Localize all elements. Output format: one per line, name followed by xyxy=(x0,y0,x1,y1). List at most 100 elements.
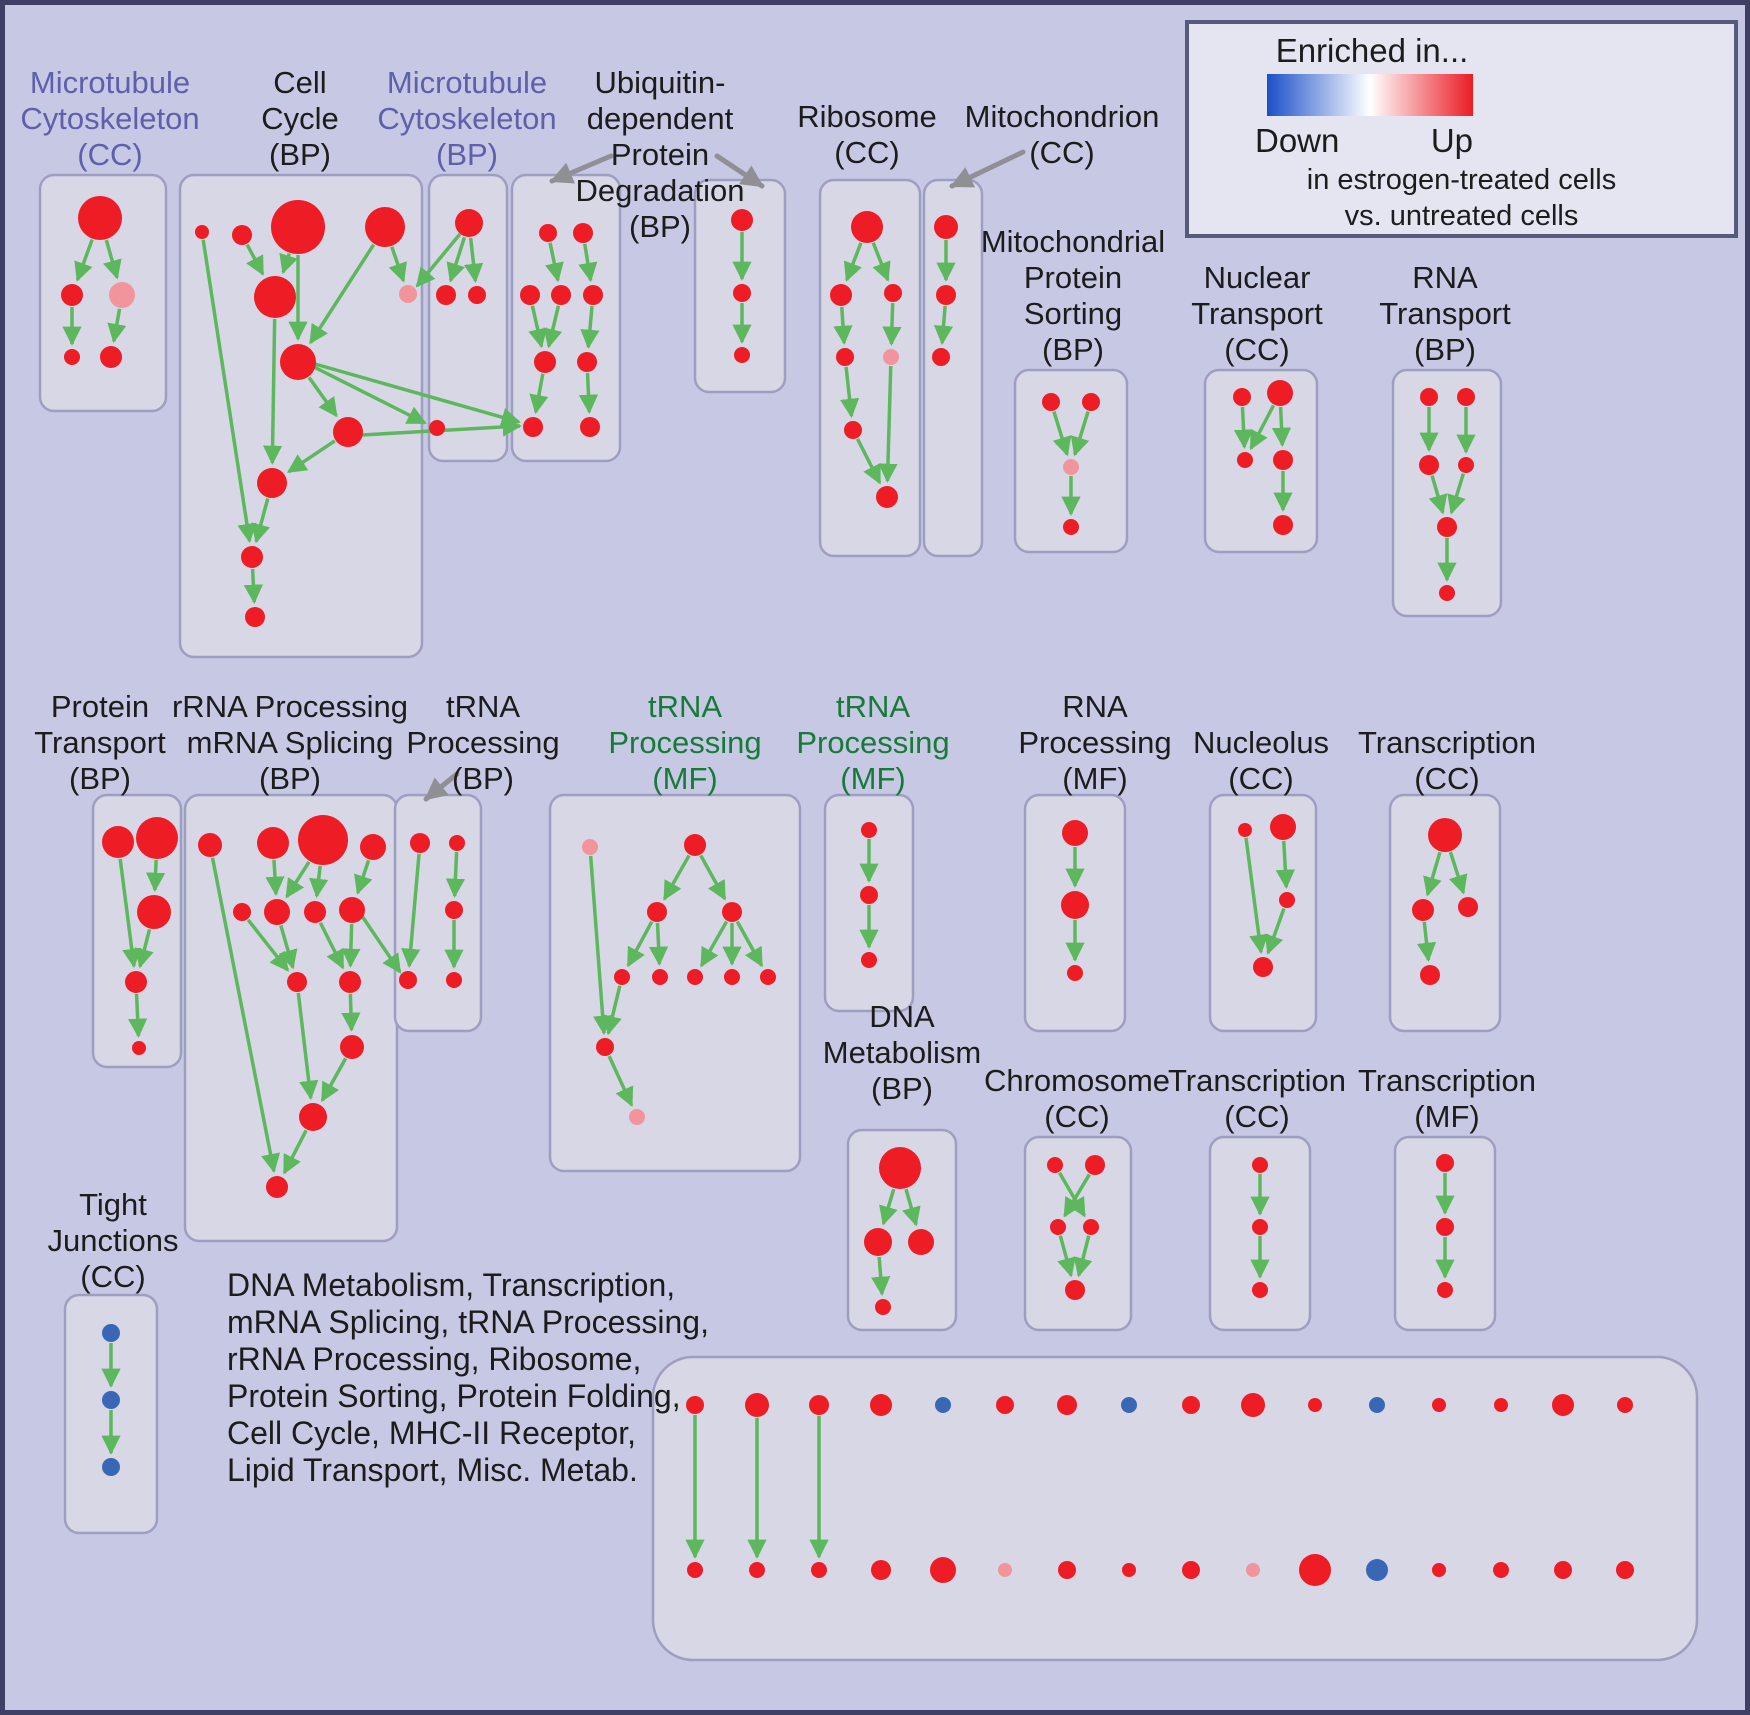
graph-node xyxy=(908,1229,934,1255)
graph-node xyxy=(468,286,486,304)
graph-node xyxy=(1267,380,1293,406)
graph-node xyxy=(1457,388,1475,406)
graph-node xyxy=(1279,892,1295,908)
graph-node xyxy=(1237,452,1253,468)
graph-edge xyxy=(933,305,954,345)
graph-node xyxy=(1083,1219,1099,1235)
legend-context-line-1: in estrogen-treated cells xyxy=(1306,164,1617,196)
graph-edge xyxy=(902,1188,921,1227)
graph-node xyxy=(125,971,147,993)
graph-node xyxy=(455,209,483,237)
graph-edge xyxy=(871,1256,891,1296)
graph-node xyxy=(879,1147,921,1189)
graph-node xyxy=(573,223,593,243)
graph-edge xyxy=(1423,851,1442,897)
graph-node xyxy=(1063,459,1079,475)
graph-node xyxy=(1308,1398,1322,1412)
graph-edge xyxy=(282,1129,308,1175)
graph-node xyxy=(241,546,263,568)
graph-node xyxy=(930,1557,956,1583)
graph-edge xyxy=(107,308,127,344)
graph-node xyxy=(652,969,668,985)
graph-node xyxy=(1062,820,1088,846)
legend-title: Enriched in... xyxy=(1275,32,1469,69)
legend-up-label: Up xyxy=(1430,122,1473,159)
graph-node xyxy=(1420,388,1438,406)
graph-node xyxy=(864,1228,892,1256)
cross-cluster-edge xyxy=(313,365,427,425)
graph-node xyxy=(1082,393,1100,411)
graph-edge xyxy=(128,993,148,1038)
graph-node xyxy=(523,417,543,437)
graph-node xyxy=(934,215,958,239)
graph-node xyxy=(1432,1398,1446,1412)
graph-node xyxy=(61,284,83,306)
graph-node xyxy=(339,971,361,993)
graph-edge xyxy=(699,920,729,968)
graph-node xyxy=(410,833,430,853)
graph-node xyxy=(884,284,902,302)
graph-edge xyxy=(296,992,319,1101)
graph-edge xyxy=(735,920,764,968)
graph-edge xyxy=(262,318,283,465)
graph-node xyxy=(1241,1393,1265,1417)
cross-cluster-edge xyxy=(415,232,462,288)
graph-node xyxy=(137,895,171,929)
graph-node xyxy=(830,284,852,306)
legend-gradient-bar xyxy=(1267,74,1473,116)
graph-node xyxy=(582,839,598,855)
graph-node xyxy=(1252,1282,1268,1298)
graph-node xyxy=(1458,457,1474,473)
graph-node xyxy=(684,834,706,856)
graph-edge xyxy=(662,854,691,901)
graph-node xyxy=(1057,1395,1077,1415)
graph-edge xyxy=(210,857,281,1174)
graph-node xyxy=(811,1562,827,1578)
color-legend: Enriched in... Down Up in estrogen-treat… xyxy=(1185,20,1738,238)
graph-edge xyxy=(882,302,902,346)
graph-edge xyxy=(463,237,484,283)
graph-edge xyxy=(307,376,338,418)
label-pointer-arrow xyxy=(714,153,765,189)
graph-node xyxy=(1369,1397,1385,1413)
graph-node xyxy=(534,351,556,373)
cluster-box-trna-processing-mf-large xyxy=(548,793,802,1173)
graph-node xyxy=(136,817,178,859)
graph-node xyxy=(1085,1155,1105,1175)
cluster-label-transcription-cc-upper: Transcription(CC) xyxy=(1358,725,1536,796)
graph-edge xyxy=(871,242,891,282)
graph-node xyxy=(1366,1559,1388,1581)
graph-node xyxy=(1458,897,1478,917)
graph-node xyxy=(577,352,597,372)
graph-node xyxy=(340,1035,364,1059)
graph-node xyxy=(844,421,862,439)
cluster-label-transcription-cc-lower: Transcription(CC) xyxy=(1168,1063,1346,1134)
graph-edge xyxy=(699,854,727,901)
graph-node xyxy=(998,1563,1012,1577)
graph-edge xyxy=(309,865,329,899)
graph-node xyxy=(724,969,740,985)
cluster-box-ubiquitin-dependent-protein-degradation-bp xyxy=(510,173,622,463)
graph-node xyxy=(1047,1157,1063,1173)
cluster-box-trna-processing-bp xyxy=(393,793,483,1033)
graph-node xyxy=(102,1391,120,1409)
graph-node xyxy=(257,827,289,859)
graph-node xyxy=(233,903,251,921)
graph-node xyxy=(1412,899,1434,921)
graph-node xyxy=(1428,818,1462,852)
cross-cluster-edge xyxy=(360,915,402,974)
graph-node xyxy=(1419,455,1439,475)
graph-edge xyxy=(445,851,466,898)
graph-node xyxy=(1554,1561,1572,1579)
graph-edge xyxy=(1063,1173,1091,1218)
